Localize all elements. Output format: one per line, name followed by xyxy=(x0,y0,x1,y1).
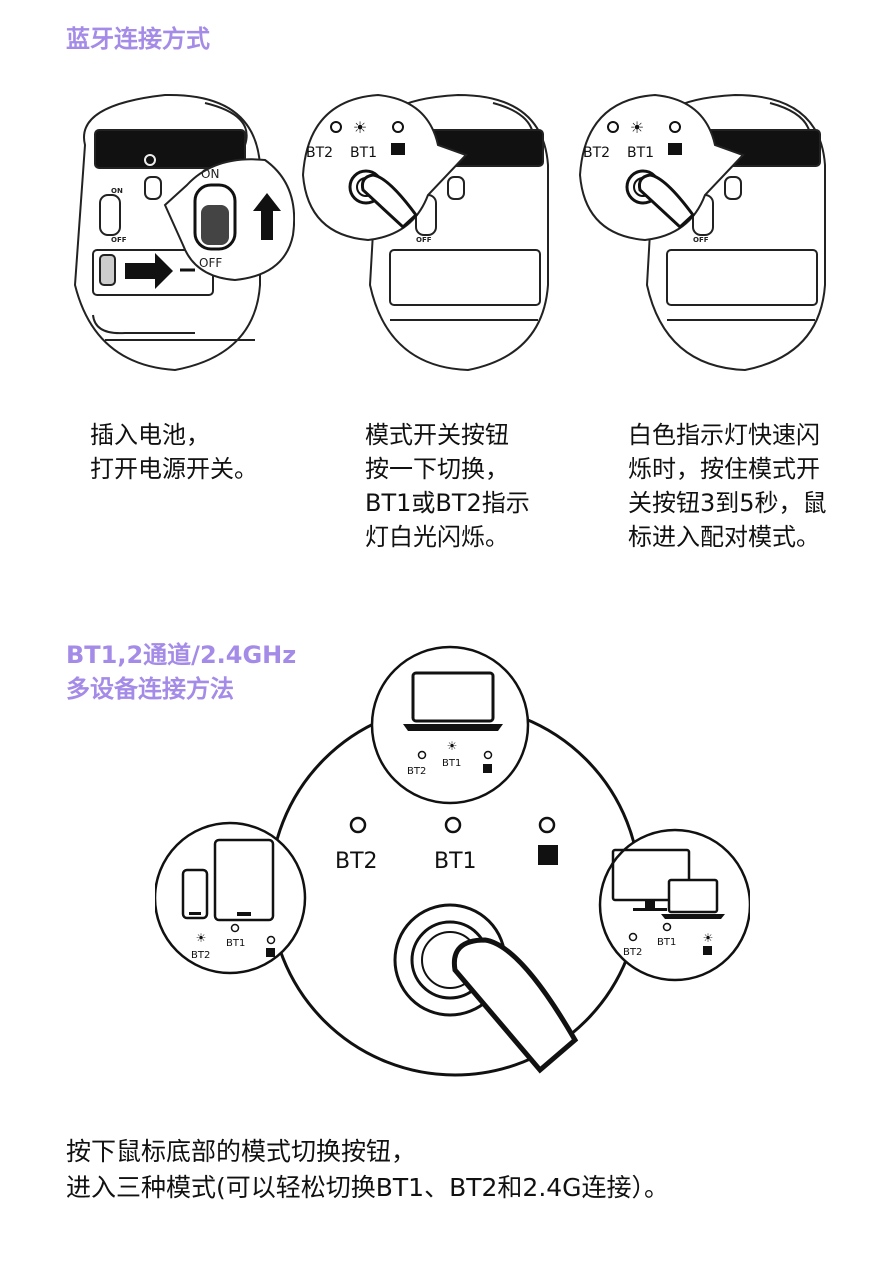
callout-switch-off-label: OFF xyxy=(199,256,222,270)
mobile-bt2-label: BT2 xyxy=(191,950,210,961)
section-heading-bluetooth: 蓝牙连接方式 xyxy=(66,25,210,53)
mouse-body-outline xyxy=(73,93,261,372)
mouse-switch-on-label: ON xyxy=(111,187,123,195)
dongle-indicator-light xyxy=(392,121,404,133)
usb-dongle-icon xyxy=(538,845,558,865)
insert-arrow-icon xyxy=(125,253,173,289)
svg-text:☀: ☀ xyxy=(703,931,714,945)
bt2-label: BT2 xyxy=(335,849,378,874)
laptop-bt1-label: BT1 xyxy=(442,758,461,769)
bt1-label: BT1 xyxy=(434,849,477,874)
step2-mouse-mode-button-illustration: ON OFF ☀ BT2 BT1 xyxy=(301,93,549,372)
laptop-small-icon xyxy=(661,878,725,919)
desktop-bt1-label: BT1 xyxy=(657,937,676,948)
tablet-icon xyxy=(213,838,275,922)
step3-mouse-pairing-illustration: ON OFF ☀ BT2 BT1 xyxy=(578,93,826,372)
bt1-indicator-light xyxy=(444,816,462,834)
callout-switch-on-label: ON xyxy=(201,167,219,181)
step1-mouse-underside-illustration: ON OFF ON OFF xyxy=(73,93,295,372)
laptop-icon xyxy=(403,671,503,731)
usb-dongle-icon xyxy=(391,143,405,155)
mobile-bubble xyxy=(155,821,307,975)
sun-icon: ☀ xyxy=(353,118,367,137)
desktop-monitor-icon xyxy=(611,848,691,911)
step1-caption: 插入电池， 打开电源开关。 xyxy=(90,421,258,483)
sensor-window xyxy=(94,129,246,169)
section-heading-multi-device: BT1,2通道/2.4GHz 多设备连接方法 xyxy=(66,638,296,706)
laptop-bt2-label: BT2 xyxy=(407,766,426,777)
bt2-indicator-light xyxy=(330,121,342,133)
svg-text:OFF: OFF xyxy=(416,236,432,244)
svg-text:☀: ☀ xyxy=(447,739,458,753)
heading-line1: BT1,2通道/2.4GHz xyxy=(66,641,297,669)
finger-icon xyxy=(361,173,419,230)
svg-text:☀: ☀ xyxy=(196,931,207,945)
bt1-indicator-label: BT1 xyxy=(627,145,654,161)
bt2-indicator-label: BT2 xyxy=(306,145,333,161)
mobile-bt1-label: BT1 xyxy=(226,938,245,949)
step3-caption: 白色指示灯快速闪 烁时，按住模式开 关按钮3到5秒，鼠 标进入配对模式。 xyxy=(628,421,827,551)
bt2-indicator-light xyxy=(349,816,367,834)
pressing-finger-icon xyxy=(451,937,579,1074)
dongle-indicator-light xyxy=(538,816,556,834)
mouse-switch-off-label: OFF xyxy=(111,236,127,244)
mode-button-callout-bubble xyxy=(301,93,468,242)
bt1-indicator-label: BT1 xyxy=(350,145,377,161)
phone-icon xyxy=(181,868,209,920)
svg-text:OFF: OFF xyxy=(693,236,709,244)
bt2-indicator-label: BT2 xyxy=(583,145,610,161)
multi-device-caption: 按下鼠标底部的模式切换按钮， 进入三种模式(可以轻松切换BT1、BT2和2.4G… xyxy=(66,1137,670,1202)
step2-caption: 模式开关按钮 按一下切换， BT1或BT2指示 灯白光闪烁。 xyxy=(365,421,530,551)
multi-device-diagram: ☀ BT2 BT1 ☀ BT2 BT1 ☀ BT2 BT1 BT2 BT1 xyxy=(155,645,750,1077)
desktop-bt2-label: BT2 xyxy=(623,947,642,958)
heading-line2: 多设备连接方法 xyxy=(66,675,234,703)
svg-text:☀: ☀ xyxy=(630,118,644,137)
switch-up-arrow-icon xyxy=(253,193,281,240)
